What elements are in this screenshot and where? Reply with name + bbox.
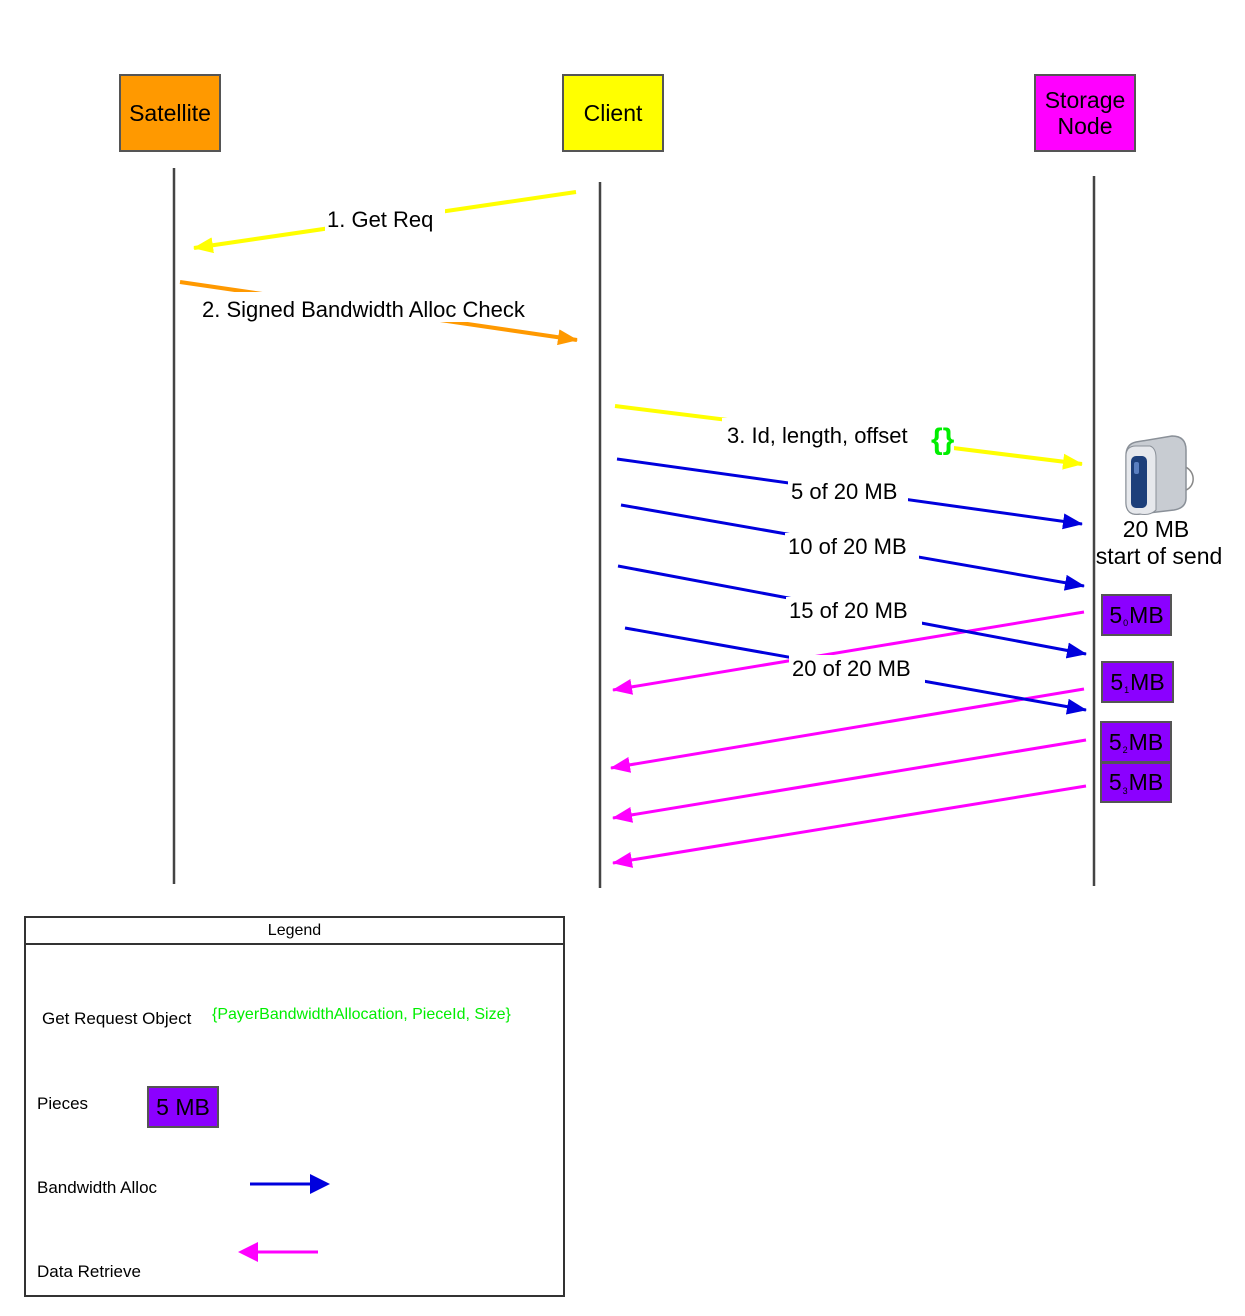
piece-index: 3 bbox=[1122, 785, 1128, 796]
piece-main: 5 bbox=[1110, 668, 1124, 695]
piece-unit: MB bbox=[1128, 728, 1164, 755]
piece-index: 2 bbox=[1122, 745, 1128, 755]
id-length-offset-label: 3. Id, length, offset bbox=[727, 423, 908, 448]
piece-index: 1 bbox=[1124, 685, 1130, 695]
data-retrieve-arrow-0 bbox=[612, 610, 1085, 695]
alloc-5-label: 5 of 20 MB bbox=[791, 479, 897, 504]
satellite-actor: Satellite bbox=[119, 74, 221, 152]
alloc-20-label: 20 of 20 MB bbox=[792, 656, 911, 681]
storage-status-label: start of send bbox=[1095, 543, 1223, 569]
data-retrieve-arrow-1 bbox=[610, 687, 1085, 773]
sequence-diagram: 1. Get Req 2. Signed Bandwidth Alloc Che… bbox=[172, 168, 1194, 888]
piece-main: 5 bbox=[1108, 728, 1122, 755]
satellite-label: Satellite bbox=[129, 100, 211, 126]
object-brace-icon: {} bbox=[931, 423, 955, 456]
alloc-10-label: 10 of 20 MB bbox=[788, 534, 907, 559]
legend-piece-sample: 5 MB bbox=[147, 1086, 219, 1128]
legend-bandwidth-alloc-arrow bbox=[250, 1174, 330, 1194]
storage-device-icon bbox=[1125, 435, 1194, 515]
piece-unit: MB bbox=[1129, 601, 1164, 628]
storage-size-label: 20 MB bbox=[1122, 516, 1190, 542]
legend: Legend Get Request Object {PayerBandwidt… bbox=[24, 916, 565, 1297]
data-retrieve-arrow-3 bbox=[612, 784, 1087, 868]
client-label: Client bbox=[583, 100, 643, 126]
client-actor: Client bbox=[562, 74, 664, 152]
piece-unit: MB bbox=[1130, 668, 1165, 695]
storage-node-actor: Storage Node bbox=[1034, 74, 1136, 152]
piece-main: 5 bbox=[1109, 601, 1123, 628]
legend-get-request-object: Get Request Object bbox=[42, 1009, 192, 1028]
alloc-15-label: 15 of 20 MB bbox=[789, 598, 908, 623]
legend-pieces: Pieces bbox=[37, 1094, 89, 1113]
data-retrieve-arrow-2 bbox=[612, 738, 1087, 823]
storage-node-label-line1: Storage bbox=[1044, 87, 1126, 113]
legend-data-retrieve-arrow bbox=[238, 1242, 318, 1262]
legend-title: Legend bbox=[26, 918, 563, 945]
signed-check-label: 2. Signed Bandwidth Alloc Check bbox=[202, 297, 526, 322]
legend-bandwidth-alloc: Bandwidth Alloc bbox=[37, 1178, 158, 1197]
piece-index: 0 bbox=[1123, 618, 1129, 628]
piece-main: 5 bbox=[1108, 769, 1122, 795]
legend-get-request-fields: {PayerBandwidthAllocation, PieceId, Size… bbox=[212, 1006, 511, 1023]
piece-unit: MB bbox=[1128, 769, 1164, 795]
get-req-label: 1. Get Req bbox=[327, 207, 433, 232]
storage-node-label-line2: Node bbox=[1057, 113, 1113, 139]
legend-data-retrieve: Data Retrieve bbox=[37, 1262, 141, 1281]
